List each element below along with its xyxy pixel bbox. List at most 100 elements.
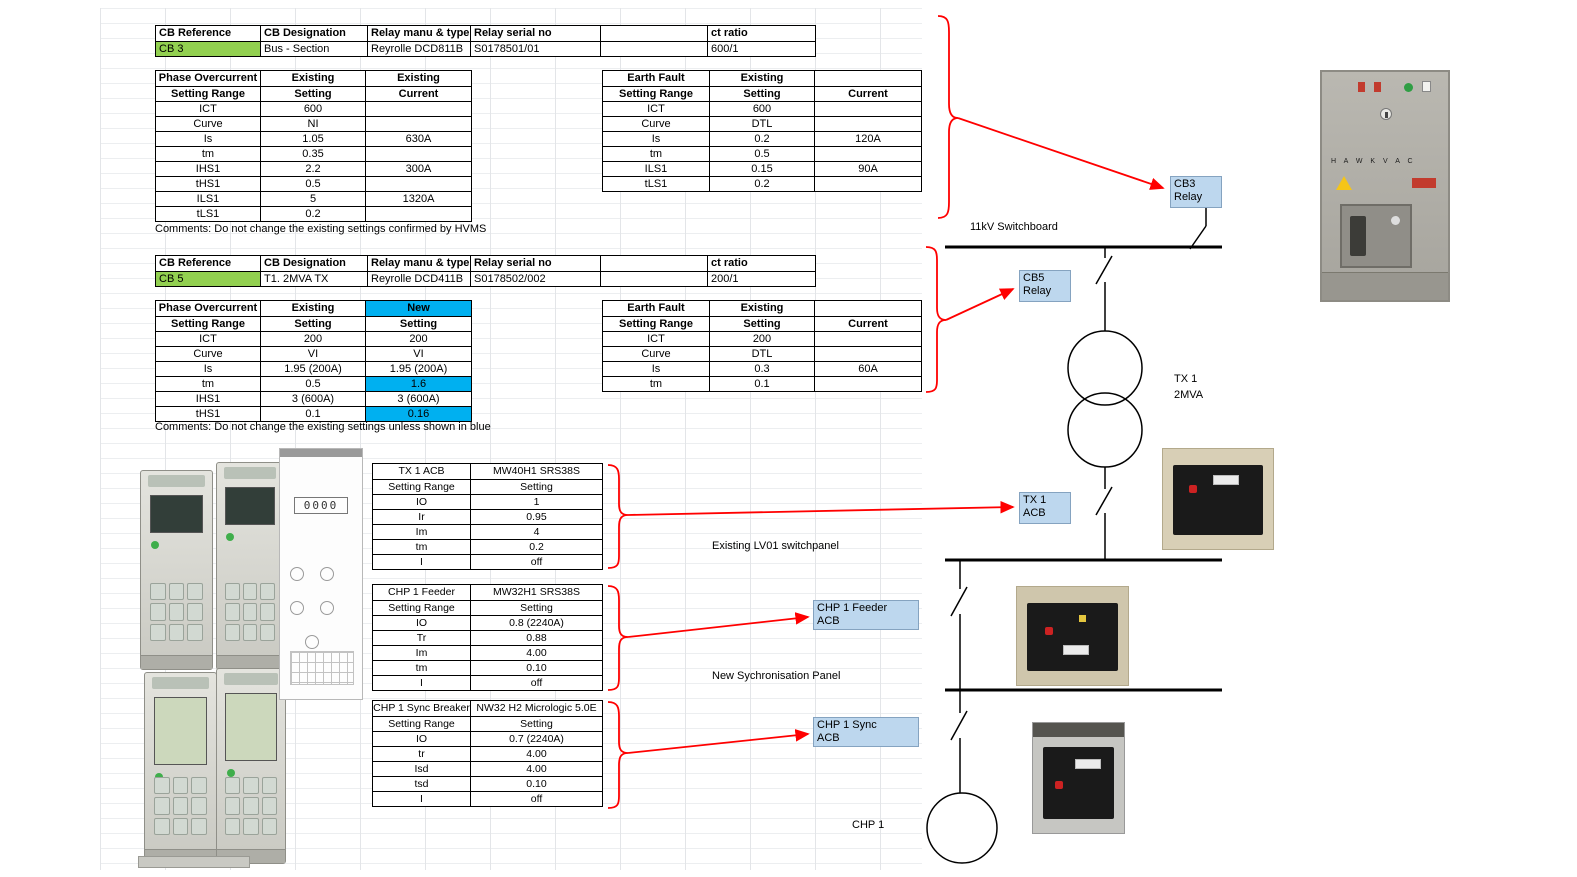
table-cell: 0.35 <box>261 146 366 161</box>
photo-detail <box>1391 216 1400 225</box>
photo-detail <box>1043 747 1114 819</box>
table-row: CB 3 Bus - Section Reyrolle DCD811B S017… <box>156 41 815 56</box>
header-cell: Relay serial no <box>471 256 601 271</box>
div-detail <box>150 541 159 549</box>
photo-protection-relay-2 <box>216 462 284 670</box>
table-cell: Curve <box>603 116 710 131</box>
cb3-breaker-symbol <box>1189 208 1207 250</box>
table-cell: ICT <box>156 331 261 346</box>
box-label: Relay <box>1023 285 1052 297</box>
table-cell: tHS1 <box>156 176 261 191</box>
table-cell: 200 <box>261 331 366 346</box>
table-cell: I <box>373 791 471 806</box>
cb3-comment: Comments: Do not change the existing set… <box>155 223 487 235</box>
header-cell-new: New <box>366 301 471 316</box>
span-detail <box>153 777 170 795</box>
table-cell: 0.95 <box>471 509 602 524</box>
table-cell: tr <box>373 746 471 761</box>
table-cell: tm <box>156 376 261 391</box>
chp1-sync-breaker-table: CHP 1 Sync Breaker NW32 H2 Micrologic 5.… <box>372 700 603 807</box>
table-cell: Curve <box>603 346 710 361</box>
span-detail <box>242 603 258 621</box>
span-detail <box>149 623 166 641</box>
diagram-box-chp1-sync-acb[interactable]: CHP 1 Sync ACB <box>813 717 919 747</box>
transformer-symbol <box>1067 330 1143 468</box>
photo-chp1-sync-acb-breaker <box>1032 722 1125 834</box>
table-header-row: CB Reference CB Designation Relay manu &… <box>156 256 815 271</box>
table-cell <box>366 206 471 221</box>
photo-tx1-acb-breaker <box>1162 448 1274 550</box>
header-cell <box>815 71 921 86</box>
table-title-cell: CHP 1 Sync Breaker <box>373 701 471 716</box>
span-detail <box>224 623 240 641</box>
table-cell <box>815 146 921 161</box>
header-cell: CB Designation <box>261 256 368 271</box>
header-cell: Setting Range <box>156 86 261 101</box>
span-detail <box>224 583 240 601</box>
header-cell: Existing <box>710 71 815 86</box>
table-cell: tm <box>156 146 261 161</box>
header-cell: Setting Range <box>373 600 471 615</box>
div-detail <box>141 655 212 669</box>
table-header-row: Setting Range Setting <box>373 600 602 615</box>
photo-mounting-plate <box>138 856 250 868</box>
div-detail <box>225 693 277 761</box>
table-cell: NI <box>261 116 366 131</box>
table-cell <box>815 116 921 131</box>
table-cell: off <box>471 554 602 569</box>
photo-meter-display: 0000 <box>294 497 348 514</box>
span-detail <box>168 583 185 601</box>
span-detail <box>225 817 241 835</box>
header-cell: Phase Overcurrent <box>156 301 261 316</box>
table-header-row: Setting Range Setting <box>373 479 602 494</box>
table-header-row: Phase Overcurrent Existing Existing <box>156 71 471 86</box>
photo-detail <box>320 601 334 615</box>
header-cell: CB Designation <box>261 26 368 41</box>
photo-detail <box>290 601 304 615</box>
table-model-cell: MW40H1 SRS38S <box>493 465 580 477</box>
table-cell: 200 <box>710 331 815 346</box>
span-detail <box>225 777 241 795</box>
table-cell: 2.2 <box>261 161 366 176</box>
label-11kv-switchboard: 11kV Switchboard <box>970 221 1058 233</box>
cb5-earth-fault-table: Earth Fault Existing Setting Range Setti… <box>602 300 922 392</box>
box-label: TX 1 <box>1023 494 1047 506</box>
header-cell: Relay serial no <box>471 26 601 41</box>
photo-switchgear-cabinet: H A W K V A C <box>1320 70 1450 302</box>
diagram-box-cb3-relay[interactable]: CB3 Relay <box>1170 176 1222 208</box>
span-detail <box>187 583 204 601</box>
table-cell: 60A <box>815 361 921 376</box>
box-label: CHP 1 Sync <box>817 719 877 731</box>
header-cell: Setting <box>471 479 602 494</box>
header-cell: Setting Range <box>373 716 471 731</box>
photo-detail <box>1374 82 1381 92</box>
diagram-box-cb5-relay[interactable]: CB5 Relay <box>1019 270 1071 302</box>
label-tx1: TX 1 <box>1174 373 1198 385</box>
table-cell <box>366 146 471 161</box>
chp1-sync-breaker-symbol <box>950 690 968 793</box>
diagram-box-tx1-acb[interactable]: TX 1 ACB <box>1019 492 1071 524</box>
photo-trip-unit-drawing: 0000 <box>279 448 363 700</box>
span-detail <box>191 797 208 815</box>
table-cell: 4.00 <box>471 746 602 761</box>
diagram-box-chp1-feeder-acb[interactable]: CHP 1 Feeder ACB <box>813 600 919 630</box>
span-detail <box>261 797 277 815</box>
photo-detail <box>1350 216 1366 256</box>
table-title-cell: TX 1 ACB <box>373 464 471 479</box>
table-cell: tHS1 <box>156 406 261 421</box>
photo-protection-relay-1 <box>140 470 213 670</box>
span-detail <box>172 817 189 835</box>
